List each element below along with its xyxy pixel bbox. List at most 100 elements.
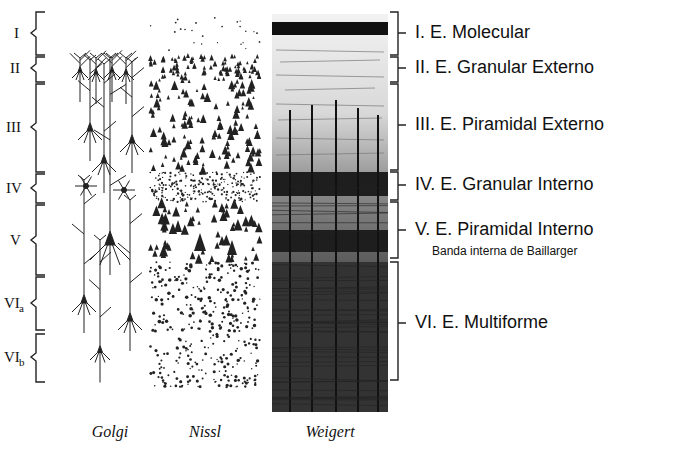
nissl-cell <box>206 264 207 265</box>
nissl-cell <box>250 353 251 354</box>
nissl-cell <box>201 69 206 75</box>
nissl-cell <box>226 384 229 387</box>
nissl-cell <box>247 307 249 309</box>
nissl-cell <box>171 182 173 184</box>
nissl-cell <box>155 261 157 263</box>
nissl-cell <box>173 198 175 200</box>
nissl-cell <box>172 295 175 298</box>
nissl-cell <box>216 359 217 360</box>
layer-brackets-right <box>390 12 406 380</box>
nissl-cell <box>202 171 204 173</box>
nissl-cell <box>182 195 184 197</box>
nissl-cell <box>241 294 243 296</box>
nissl-cell <box>215 333 218 336</box>
nissl-cell <box>239 275 242 278</box>
nissl-cell <box>173 371 175 373</box>
weigert-fibre <box>272 309 388 311</box>
nissl-cell <box>180 180 182 182</box>
nissl-cell <box>187 194 189 196</box>
nissl-cell <box>185 177 186 178</box>
weigert-fibre <box>272 404 388 406</box>
nissl-cell <box>167 298 169 300</box>
nissl-cell <box>151 189 153 191</box>
nissl-cell <box>238 61 242 66</box>
nissl-cell <box>161 278 164 281</box>
nissl-cell <box>153 59 157 65</box>
nissl-cell <box>189 265 193 269</box>
nissl-cell <box>193 190 195 192</box>
nissl-cell <box>158 188 160 190</box>
golgi-dendrite <box>104 53 110 58</box>
golgi-dendrite <box>132 62 133 135</box>
nissl-cell <box>245 114 249 119</box>
nissl-cell <box>220 291 222 293</box>
golgi-dendrite <box>84 180 85 295</box>
nissl-cell <box>235 281 238 284</box>
nissl-cell <box>199 320 202 323</box>
nissl-cell <box>204 312 207 315</box>
nissl-cell <box>157 376 159 378</box>
nissl-cell <box>184 71 187 75</box>
nissl-cell <box>189 57 194 63</box>
nissl-cell <box>207 191 209 193</box>
nissl-cell <box>170 173 171 174</box>
nissl-cell <box>158 363 160 365</box>
golgi-soma <box>129 135 135 143</box>
nissl-cell <box>235 350 237 352</box>
nissl-cell <box>222 189 223 190</box>
nissl-cell <box>197 297 200 300</box>
nissl-cell <box>176 346 179 349</box>
nissl-cell <box>167 292 171 296</box>
nissl-cell <box>161 195 163 197</box>
nissl-cell <box>258 269 260 271</box>
nissl-cell <box>185 201 189 206</box>
nissl-cell <box>177 348 179 350</box>
nissl-cell <box>208 296 212 300</box>
golgi-dendrite <box>90 98 102 108</box>
nissl-cell <box>240 198 242 200</box>
nissl-cell <box>183 134 186 138</box>
nissl-cell <box>164 382 167 385</box>
nissl-cell <box>249 84 255 92</box>
golgi-axon <box>110 245 111 275</box>
nissl-cell <box>158 187 159 188</box>
nissl-cell <box>236 173 238 175</box>
nissl-cell <box>235 71 239 77</box>
nissl-cell <box>234 314 237 317</box>
nissl-cell <box>259 176 261 178</box>
golgi-axon <box>104 163 105 193</box>
nissl-cell <box>157 272 159 274</box>
weigert-fibre <box>272 331 388 332</box>
weigert-fibre <box>272 320 388 323</box>
nissl-cell <box>244 191 246 193</box>
golgi-dendrite <box>78 81 90 91</box>
golgi-dendrite <box>132 107 144 117</box>
nissl-cell <box>199 181 201 183</box>
nissl-cell <box>210 357 212 359</box>
nissl-cell <box>243 185 245 187</box>
weigert-fibre <box>272 365 388 366</box>
nissl-cell <box>214 188 216 190</box>
nissl-cell <box>238 340 240 342</box>
golgi-dendrite <box>124 181 130 191</box>
nissl-cell <box>212 311 214 313</box>
nissl-cell <box>202 163 205 167</box>
nissl-cell <box>201 192 202 193</box>
nissl-cell <box>222 288 225 291</box>
nissl-cell <box>238 190 239 191</box>
nissl-cell <box>171 57 174 61</box>
nissl-cell <box>233 329 236 332</box>
golgi-dendrite <box>110 175 126 185</box>
weigert-fibre <box>272 399 388 400</box>
nissl-cell <box>259 298 260 299</box>
nissl-cell <box>218 278 221 281</box>
nissl-cell <box>237 379 240 382</box>
nissl-cell <box>243 340 245 342</box>
nissl-cell <box>201 369 203 371</box>
golgi-dendrite <box>84 254 96 264</box>
nissl-cell <box>254 378 257 381</box>
nissl-cell <box>203 65 206 69</box>
nissl-cell <box>168 49 170 51</box>
nissl-cell <box>241 89 247 96</box>
nissl-pyramid <box>194 233 206 251</box>
